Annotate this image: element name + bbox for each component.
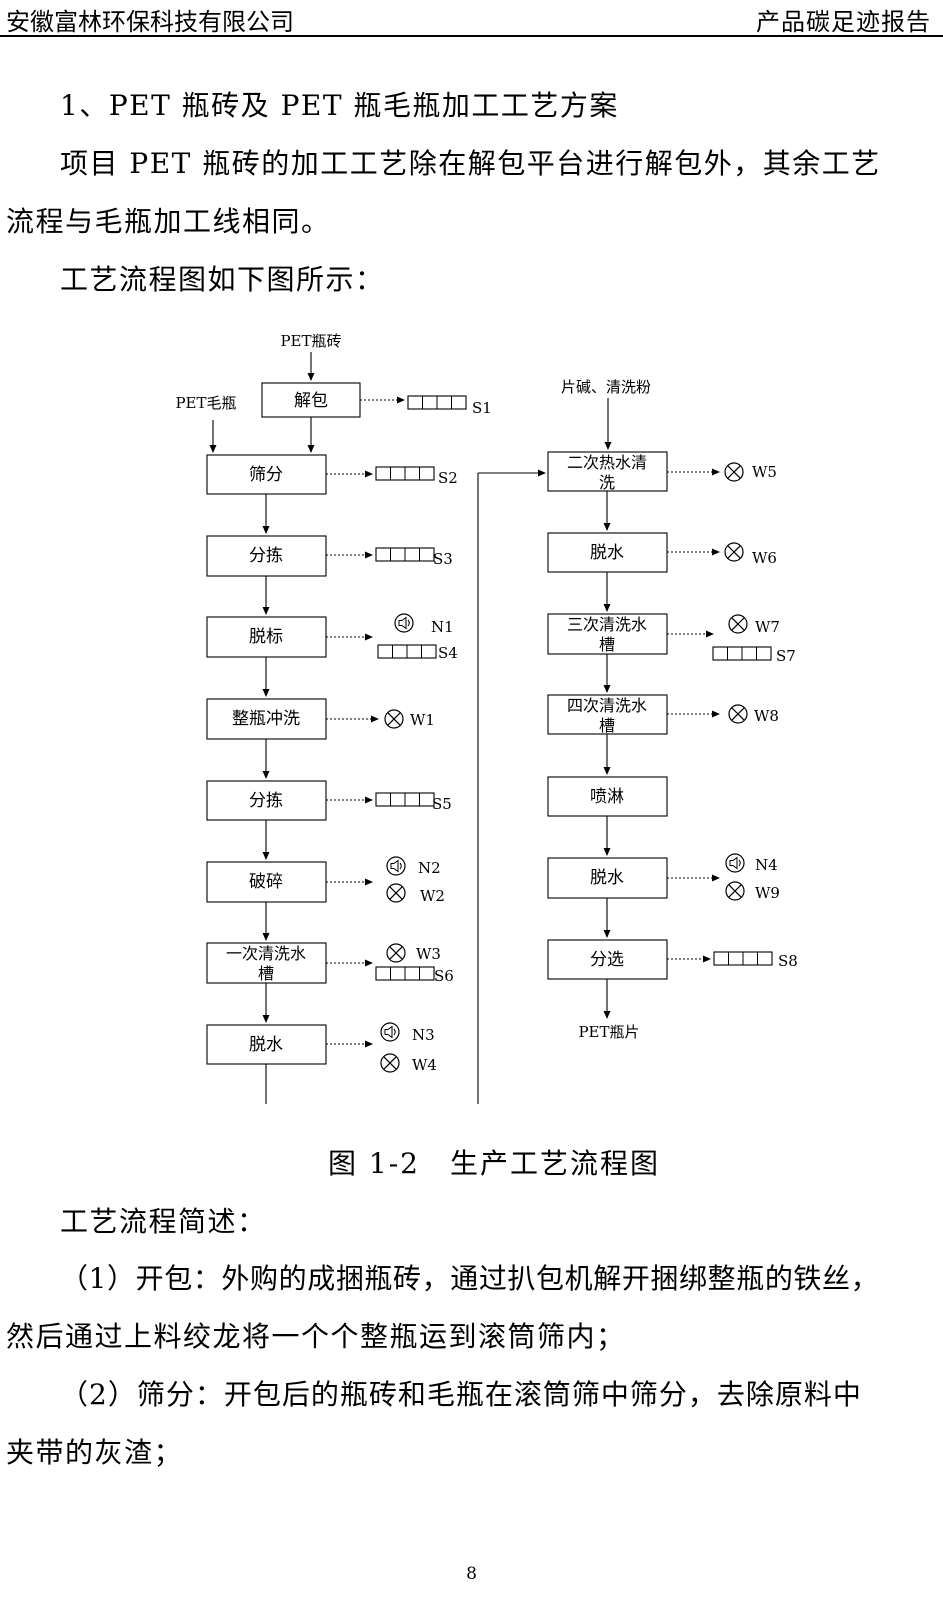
step-spray	[547, 776, 668, 817]
emission-s5: S5	[432, 795, 452, 813]
step-tank-3-label: 三次清洗水	[567, 615, 647, 634]
emission-w1: W1	[410, 711, 435, 729]
step-tank-1-label-2: 槽	[258, 964, 274, 983]
step-tank-1-label: 一次清洗水	[226, 944, 306, 963]
output-pet-flakes: PET瓶片	[578, 1023, 639, 1041]
emission-s4: S4	[438, 644, 458, 662]
page-header: 安徽富林环保科技有限公司 产品碳足迹报告	[0, 0, 943, 37]
step1-line-1: （1）开包：外购的成捆瓶砖，通过扒包机解开捆绑整瓶的铁丝，	[60, 1262, 880, 1295]
step-tank-4	[547, 694, 668, 735]
section-title: 1、PET 瓶砖及 PET 瓶毛瓶加工工艺方案	[60, 89, 619, 122]
figure-caption: 图 1-2 生产工艺流程图	[328, 1147, 660, 1180]
step-delabel-label: 脱标	[249, 627, 283, 647]
solid-waste-icon	[377, 644, 437, 659]
emission-w4: W4	[412, 1056, 437, 1074]
input-pet-raw: PET毛瓶	[175, 394, 236, 412]
solid-waste-icon	[712, 646, 772, 661]
step-tank-4-label-2: 槽	[599, 716, 615, 735]
step-sort-2-label: 分拣	[249, 791, 283, 811]
step-dewater-2-label: 脱水	[590, 543, 624, 563]
step-hot-wash-2-label: 二次热水清	[567, 453, 647, 472]
wastewater-icon	[380, 1053, 400, 1073]
step-screen	[206, 454, 327, 495]
input-alkali: 片碱、清洗粉	[561, 378, 651, 396]
step-dewater-3	[547, 857, 668, 899]
emission-n3: N3	[412, 1026, 435, 1044]
step-tank-3	[547, 613, 668, 655]
step-hot-wash-2	[547, 451, 668, 492]
step-crush-label: 破碎	[249, 872, 283, 892]
page-number: 8	[466, 1564, 477, 1584]
diagram-intro: 工艺流程图如下图所示：	[60, 263, 385, 296]
intro-line-1: 项目 PET 瓶砖的加工工艺除在解包平台进行解包外，其余工艺	[60, 147, 881, 180]
step-dewater-1-label: 脱水	[249, 1035, 283, 1055]
step-tank-4-label: 四次清洗水	[567, 696, 647, 715]
report-title: 产品碳足迹报告	[756, 8, 931, 36]
emission-s3: S3	[433, 550, 453, 568]
emission-s6: S6	[434, 967, 454, 985]
wastewater-icon	[728, 704, 748, 724]
intro-line-2: 流程与毛瓶加工线相同。	[6, 205, 331, 238]
solid-waste-icon	[375, 547, 435, 562]
emission-n4: N4	[755, 856, 778, 874]
wastewater-icon	[386, 883, 406, 903]
wastewater-icon	[724, 542, 744, 562]
step-unpack-label: 解包	[294, 391, 328, 411]
emission-s1: S1	[472, 399, 492, 417]
solid-waste-icon	[407, 395, 467, 410]
emission-w5: W5	[752, 463, 777, 481]
step-dewater-2	[547, 532, 668, 573]
wastewater-icon	[728, 614, 748, 634]
step-select-label: 分选	[590, 950, 624, 970]
step-dewater-3-label: 脱水	[590, 868, 624, 888]
step2-line-1: （2）筛分：开包后的瓶砖和毛瓶在滚筒筛中筛分，去除原料中	[60, 1378, 862, 1411]
process-flowchart: PET瓶砖 解包 PET毛瓶 S1 筛分 S2 分拣 S3 脱标 N1 S4 整…	[175, 332, 798, 1104]
emission-s8: S8	[778, 952, 798, 970]
step-select	[547, 939, 668, 980]
step-screen-label: 筛分	[249, 465, 283, 485]
emission-w2: W2	[420, 887, 445, 905]
summary-title: 工艺流程简述：	[60, 1205, 267, 1238]
emission-w6: W6	[752, 549, 777, 567]
step2-line-2: 夹带的灰渣；	[6, 1436, 184, 1469]
wastewater-icon	[384, 709, 404, 729]
wastewater-icon	[725, 881, 745, 901]
solid-waste-icon	[375, 466, 435, 481]
emission-s7: S7	[776, 647, 796, 665]
noise-speaker-icon	[386, 856, 406, 876]
emission-w8: W8	[754, 707, 779, 725]
company-name: 安徽富林环保科技有限公司	[6, 8, 294, 36]
wastewater-icon	[386, 943, 406, 963]
solid-waste-icon	[375, 966, 435, 981]
step-tank-3-label-2: 槽	[599, 635, 615, 654]
solid-waste-icon	[375, 792, 435, 807]
step1-line-2: 然后通过上料绞龙将一个个整瓶运到滚筒筛内；	[6, 1320, 626, 1353]
input-pet-brick: PET瓶砖	[280, 332, 341, 350]
step-wash-whole	[206, 698, 327, 740]
wastewater-icon	[724, 462, 744, 482]
emission-w7: W7	[755, 618, 780, 636]
noise-speaker-icon	[380, 1022, 400, 1042]
emission-w3: W3	[416, 945, 441, 963]
noise-speaker-icon	[394, 613, 414, 633]
step-wash-whole-label: 整瓶冲洗	[232, 709, 300, 729]
header-rule	[0, 35, 943, 37]
emission-s2: S2	[438, 469, 458, 487]
emission-n1: N1	[431, 618, 454, 636]
step-sort-1-label: 分拣	[249, 546, 283, 566]
emission-n2: N2	[418, 859, 441, 877]
emission-w9: W9	[755, 884, 780, 902]
step-spray-label: 喷淋	[590, 787, 624, 807]
solid-waste-icon	[713, 951, 773, 966]
step-hot-wash-2-label-2: 洗	[599, 473, 615, 492]
noise-speaker-icon	[725, 853, 745, 873]
